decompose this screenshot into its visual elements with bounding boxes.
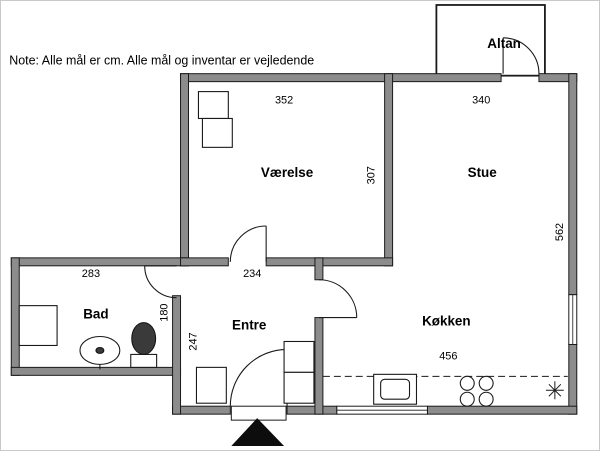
star-spoke	[548, 383, 562, 397]
measure-koekken-counter: 456	[439, 350, 457, 362]
wall-segment	[265, 257, 394, 267]
stove-burner	[478, 375, 494, 391]
basin-drain	[95, 346, 105, 354]
wall-segment	[568, 73, 578, 296]
door-arc	[229, 225, 267, 262]
windows	[336, 294, 578, 415]
measure-vaerelse-width: 352	[275, 95, 293, 107]
measure-bad-depth: 180	[159, 303, 171, 321]
room-label-entre: Entre	[232, 318, 267, 333]
entrance-arrow-icon	[231, 418, 285, 447]
door-arc	[144, 265, 177, 299]
wall-segment	[180, 257, 229, 267]
stove-burner	[478, 391, 494, 407]
room-label-koekken: Køkken	[422, 314, 471, 329]
wall-segment	[180, 73, 189, 267]
walls	[10, 73, 578, 415]
window	[336, 405, 428, 415]
entrance-door-swing	[229, 348, 288, 407]
door-arc	[503, 37, 540, 74]
wall-segment	[426, 405, 578, 415]
measure-entre-width: 234	[243, 268, 261, 280]
wardrobe-icon	[197, 91, 229, 120]
room-label-vaerelse: Værelse	[261, 165, 314, 180]
closet-icon	[283, 371, 315, 404]
wall-segment	[172, 405, 231, 415]
door-arc	[318, 279, 358, 318]
washbasin-icon	[79, 335, 121, 370]
wall-segment	[314, 257, 324, 281]
closet-icon	[195, 366, 227, 404]
toilet-bowl	[131, 322, 157, 355]
window	[568, 294, 578, 345]
room-label-bad: Bad	[83, 307, 108, 322]
measure-bad-width: 283	[82, 268, 100, 280]
stove-icon	[459, 375, 494, 407]
door-arc	[229, 348, 288, 407]
stove-burner	[459, 375, 475, 391]
toilet-icon	[130, 322, 158, 368]
kitchen-door-swing	[318, 279, 358, 319]
bedroom-door-swing	[229, 225, 267, 262]
measure-stue-depth: 562	[554, 223, 566, 241]
stove-burner	[459, 391, 475, 407]
shower-icon	[18, 305, 58, 347]
wall-segment	[10, 366, 182, 376]
entrance-threshold	[230, 405, 287, 421]
room-label-altan: Altan	[487, 36, 521, 51]
sink-basin	[380, 378, 411, 400]
kitchen-sink-icon	[373, 373, 418, 405]
texts: Note: Alle mål er cm. Alle mål og invent…	[9, 36, 566, 363]
measure-stue-width: 340	[472, 95, 490, 107]
wall-segment	[384, 73, 394, 267]
wall-segment	[172, 295, 182, 415]
wall-segment	[180, 73, 502, 83]
balcony-door-swing	[502, 37, 540, 74]
room-label-stue: Stue	[468, 165, 498, 180]
fixtures	[18, 91, 568, 447]
wall-segment	[10, 257, 189, 267]
measure-vaerelse-depth: 307	[366, 166, 378, 184]
closet-icon	[283, 340, 315, 373]
wall-segment	[568, 343, 578, 415]
note-text: Note: Alle mål er cm. Alle mål og invent…	[9, 54, 314, 68]
lamp-star-icon	[545, 381, 564, 400]
bathroom-door-swing	[144, 265, 177, 299]
wall-segment	[314, 317, 324, 415]
wardrobe-icon	[201, 117, 233, 148]
toilet-tank	[130, 353, 158, 368]
wall-segment	[10, 257, 20, 376]
wall-segment	[286, 405, 338, 415]
measure-entre-depth: 247	[187, 332, 199, 350]
balcony-outline	[435, 4, 546, 77]
